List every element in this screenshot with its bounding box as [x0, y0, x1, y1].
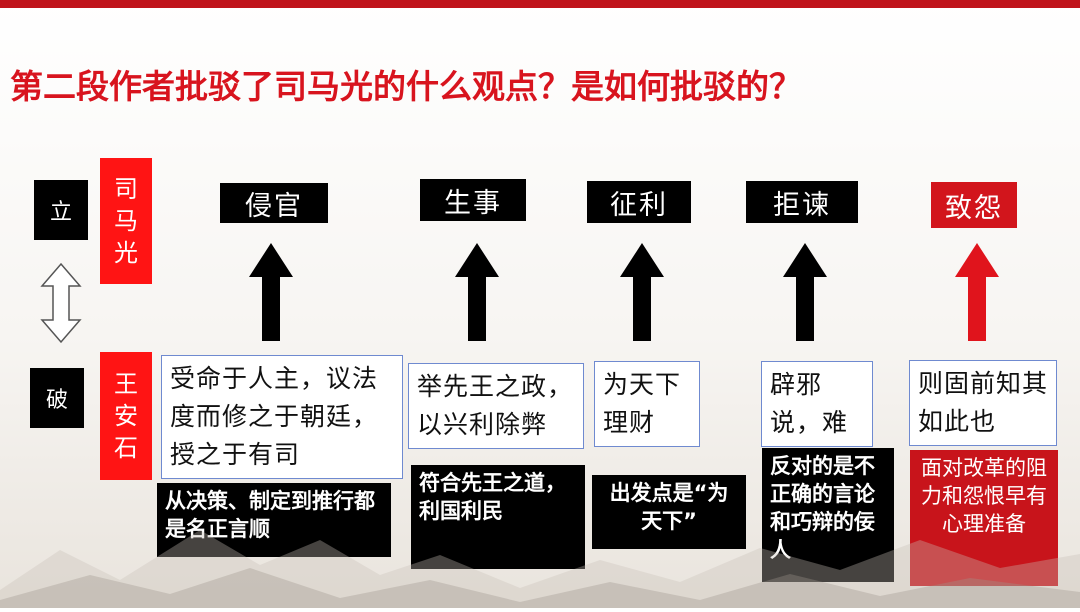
note-box-5: 面对改革的阻力和怨恨早有心理准备 — [910, 450, 1058, 586]
po-label: 破 — [30, 368, 84, 428]
simaguang-text: 司马光 — [114, 175, 138, 267]
header-jujian: 拒谏 — [746, 181, 858, 223]
top-accent-bar — [0, 0, 1080, 8]
header-zhiyuan: 致怨 — [931, 182, 1017, 228]
simaguang-label: 司马光 — [100, 158, 152, 284]
note-box-4: 反对的是不正确的言论和巧辩的佞人 — [762, 448, 894, 582]
quote-box-5: 则固前知其如此也 — [909, 360, 1057, 446]
up-arrow-icon — [783, 243, 827, 341]
li-label: 立 — [34, 180, 88, 240]
wanganshi-label: 王安石 — [100, 352, 152, 480]
note-box-3: 出发点是“为天下” — [592, 475, 746, 549]
mountain-backdrop — [0, 470, 1080, 608]
header-qinguan: 侵官 — [220, 183, 328, 223]
quote-box-4: 辟邪说，难壬人 — [761, 361, 873, 475]
header-shengshi: 生事 — [420, 179, 526, 221]
up-arrow-red-icon — [955, 243, 999, 341]
quote-box-2: 举先王之政，以兴利除弊 — [408, 363, 584, 449]
quote-box-1: 受命于人主，议法度而修之于朝廷，授之于有司 — [161, 355, 403, 479]
double-arrow-icon — [38, 262, 84, 344]
wanganshi-text: 王安石 — [114, 370, 138, 462]
page-title: 第二段作者批驳了司马光的什么观点？是如何批驳的？ — [10, 67, 802, 106]
quote-box-3: 为天下理财 — [594, 361, 700, 447]
note-box-1: 从决策、制定到推行都是名正言顺 — [157, 483, 391, 557]
up-arrow-icon — [249, 243, 293, 341]
header-zhengli: 征利 — [587, 181, 691, 223]
up-arrow-icon — [455, 243, 499, 341]
note-box-2: 符合先王之道，利国利民 — [411, 465, 585, 569]
up-arrow-icon — [620, 243, 664, 341]
